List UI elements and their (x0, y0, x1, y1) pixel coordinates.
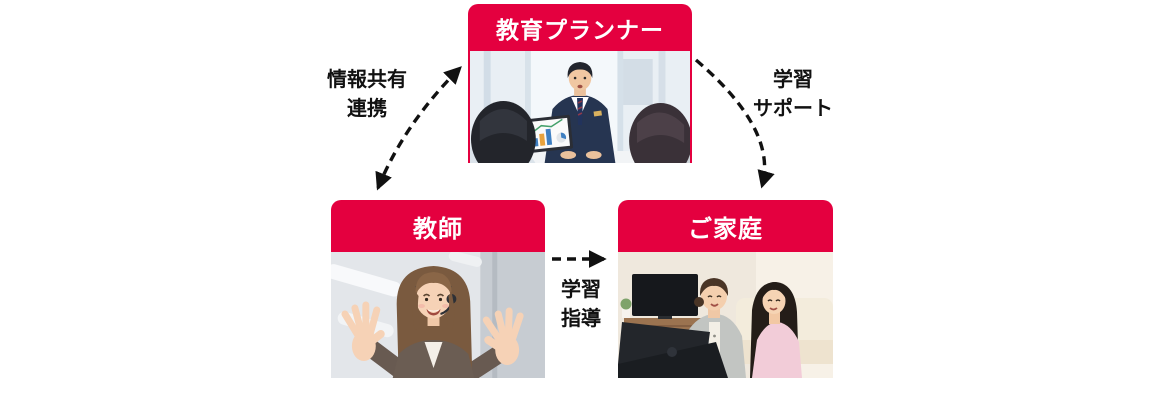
connection-label-line: 学習 (773, 69, 813, 91)
teacher-left-hand (341, 301, 385, 361)
planner-photo (468, 51, 692, 163)
family-laptop (618, 322, 728, 378)
teacher-right-hand (482, 307, 524, 365)
node-card-teacher: 教師 (331, 200, 545, 378)
node-title-teacher: 教師 (413, 215, 463, 243)
node-header-planner: 教育プランナー (468, 4, 692, 51)
daughter-figure (750, 282, 802, 378)
node-card-family: ご家庭 (618, 200, 833, 378)
teacher-photo-illustration (331, 252, 545, 378)
node-header-teacher: 教師 (331, 200, 545, 252)
family-photo-illustration (618, 252, 833, 378)
teacher-photo (331, 252, 545, 378)
connection-label-line: 情報共有 (327, 69, 407, 91)
connection-label-share: 情報共有 連携 (297, 66, 437, 124)
connection-label-support: 学習 サポート (721, 66, 865, 124)
family-photo (618, 252, 833, 378)
node-title-planner: 教育プランナー (496, 16, 664, 43)
laptop-chart (525, 114, 574, 154)
plant (620, 298, 632, 318)
connection-label-line: 連携 (347, 98, 387, 120)
connection-label-line: サポート (753, 98, 833, 120)
connection-label-teach: 学習 指導 (523, 276, 639, 334)
listener-left (470, 101, 536, 163)
node-card-planner: 教育プランナー (468, 4, 692, 163)
node-header-family: ご家庭 (618, 200, 833, 252)
planner-photo-illustration (470, 51, 690, 163)
connection-label-line: 学習 (561, 279, 601, 301)
node-title-family: ご家庭 (688, 215, 763, 243)
connection-label-line: 指導 (561, 308, 601, 330)
listener-right (629, 103, 690, 163)
